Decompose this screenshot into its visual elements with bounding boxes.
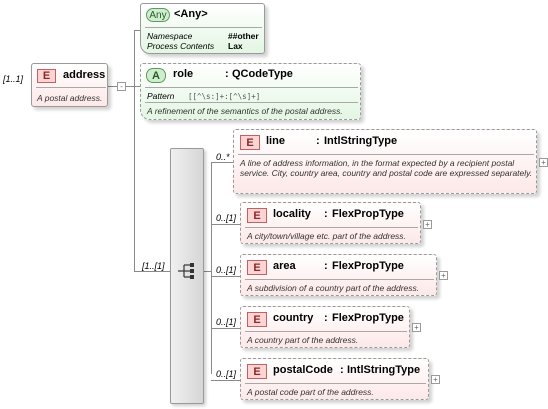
connector-root-branch <box>126 86 134 87</box>
attribute-name: role <box>173 68 194 80</box>
separator <box>36 87 106 88</box>
element-doc: A line of address information, in the fo… <box>240 158 533 178</box>
root-cardinality: [1..1] <box>3 74 24 84</box>
connector-child-locality <box>211 224 240 225</box>
collapse-root-button[interactable]: - <box>117 82 126 91</box>
connector-trunk <box>134 30 135 271</box>
attribute-badge-icon: A <box>146 68 166 83</box>
separator <box>145 87 358 88</box>
connector-child-line <box>211 162 233 163</box>
separator <box>238 154 534 155</box>
connector-to-attribute <box>134 86 140 87</box>
element-doc: A city/town/village etc. part of the add… <box>247 231 406 241</box>
any-prop-key-namespace: Namespace <box>147 31 193 41</box>
separator <box>145 27 262 28</box>
element-name: area <box>273 260 296 272</box>
expand-locality-button[interactable]: + <box>423 220 432 229</box>
any-prop-key-process: Process Contents <box>147 41 215 51</box>
child-element-postalcode[interactable]: E postalCode : IntlStringType A postal c… <box>240 358 429 400</box>
connector-to-sequence <box>134 271 170 272</box>
element-badge-icon: E <box>247 260 267 275</box>
separator <box>145 102 358 103</box>
element-colon: : <box>340 364 344 376</box>
element-colon: : <box>324 312 328 324</box>
any-badge-icon: Any <box>146 8 170 22</box>
connector-root-stub <box>108 86 119 87</box>
connector-to-any <box>134 30 140 31</box>
expand-area-button[interactable]: + <box>439 271 448 280</box>
connector-child-country <box>211 328 240 329</box>
child-postalcode-cardinality: 0..[1] <box>216 369 237 379</box>
element-type: IntlStringType <box>347 364 421 376</box>
child-area-cardinality: 0..[1] <box>216 265 237 275</box>
expand-country-button[interactable]: + <box>412 323 421 332</box>
element-name: country <box>273 312 314 324</box>
child-element-country[interactable]: E country : FlexPropType A country part … <box>240 306 410 348</box>
connector-child-area <box>211 276 240 277</box>
connector-child-postalcode <box>211 380 240 381</box>
separator <box>245 331 407 332</box>
element-type: FlexPropType <box>332 312 404 324</box>
element-doc: A postal address. <box>37 93 103 103</box>
separator <box>245 227 418 228</box>
child-country-cardinality: 0..[1] <box>216 317 237 327</box>
element-type: FlexPropType <box>332 208 404 220</box>
element-name: line <box>266 135 285 147</box>
attribute-role-node[interactable]: A role : QCodeType Pattern [[^\s:]+:[^\s… <box>140 63 361 120</box>
sequence-compositor-icon <box>178 263 194 279</box>
connector-seq-out <box>204 271 211 272</box>
attribute-type: QCodeType <box>232 68 293 80</box>
sequence-cardinality: [1..[1] <box>142 261 165 271</box>
attribute-pattern-key: Pattern <box>147 91 175 101</box>
expand-postalcode-button[interactable]: + <box>431 375 440 384</box>
child-element-locality[interactable]: E locality : FlexPropType A city/town/vi… <box>240 202 421 244</box>
separator <box>245 383 426 384</box>
attribute-doc: A refinement of the semantics of the pos… <box>147 106 343 116</box>
child-line-cardinality: 0..* <box>216 152 230 162</box>
attribute-pattern-value: [[^\s:]+:[^\s]+] <box>188 92 261 101</box>
element-badge-icon: E <box>37 69 56 83</box>
element-badge-icon: E <box>247 364 267 379</box>
child-element-line[interactable]: E line : IntlStringType A line of addres… <box>233 129 537 194</box>
element-doc: A postal code part of the address. <box>247 387 374 397</box>
element-badge-icon: E <box>240 135 260 150</box>
expand-line-button[interactable]: + <box>539 158 548 167</box>
element-badge-icon: E <box>247 208 267 223</box>
element-name: postalCode <box>273 364 333 376</box>
element-type: FlexPropType <box>332 260 404 272</box>
element-name: address <box>63 69 106 81</box>
any-prop-value-namespace: ##other <box>228 31 259 41</box>
any-name: <Any> <box>174 8 208 20</box>
any-wildcard-node[interactable]: Any <Any> Namespace ##other Process Cont… <box>140 3 265 54</box>
element-colon: : <box>316 135 320 147</box>
element-colon: : <box>324 208 328 220</box>
element-name: locality <box>273 208 311 220</box>
attribute-colon: : <box>225 68 229 80</box>
element-badge-icon: E <box>247 312 267 327</box>
element-colon: : <box>324 260 328 272</box>
root-element-address[interactable]: E address A postal address. <box>31 63 108 107</box>
child-element-area[interactable]: E area : FlexPropType A subdivision of a… <box>240 254 437 296</box>
sequence-compositor[interactable] <box>170 148 204 404</box>
element-doc: A subdivision of a country part of the a… <box>247 283 420 293</box>
element-doc: A country part of the address. <box>247 335 359 345</box>
child-locality-cardinality: 0..[1] <box>216 213 237 223</box>
element-type: IntlStringType <box>324 135 398 147</box>
connector-seq-vertical <box>211 162 212 374</box>
separator <box>245 279 434 280</box>
any-prop-value-process: Lax <box>228 41 243 51</box>
